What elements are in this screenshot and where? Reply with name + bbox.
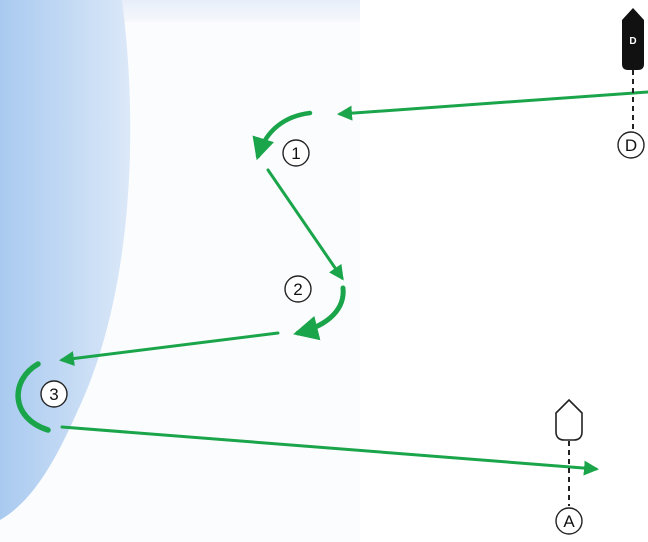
point-marker-a: A <box>555 507 583 535</box>
boat-start-icon: D <box>622 8 644 70</box>
path-leg-start <box>337 90 648 121</box>
step-3-label: 3 <box>49 385 58 404</box>
path-leg-end <box>60 425 599 476</box>
path-leg-2 <box>266 168 344 281</box>
point-d-label: D <box>625 136 637 155</box>
point-a-label: A <box>563 512 575 531</box>
boat-start-label: D <box>629 36 636 47</box>
step-1-label: 1 <box>291 144 300 163</box>
turn-arc-3 <box>15 361 51 433</box>
turn-arc-1 <box>252 110 313 161</box>
turn-arc-2 <box>293 285 346 341</box>
course-path <box>15 90 648 476</box>
shore-area <box>0 0 131 520</box>
step-marker-1: 1 <box>282 139 310 167</box>
path-leg-3 <box>59 331 280 366</box>
boat-end-icon <box>555 398 583 441</box>
point-marker-d: D <box>617 131 645 159</box>
step-marker-3: 3 <box>40 380 68 408</box>
step-2-label: 2 <box>293 280 302 299</box>
step-marker-2: 2 <box>284 275 312 303</box>
